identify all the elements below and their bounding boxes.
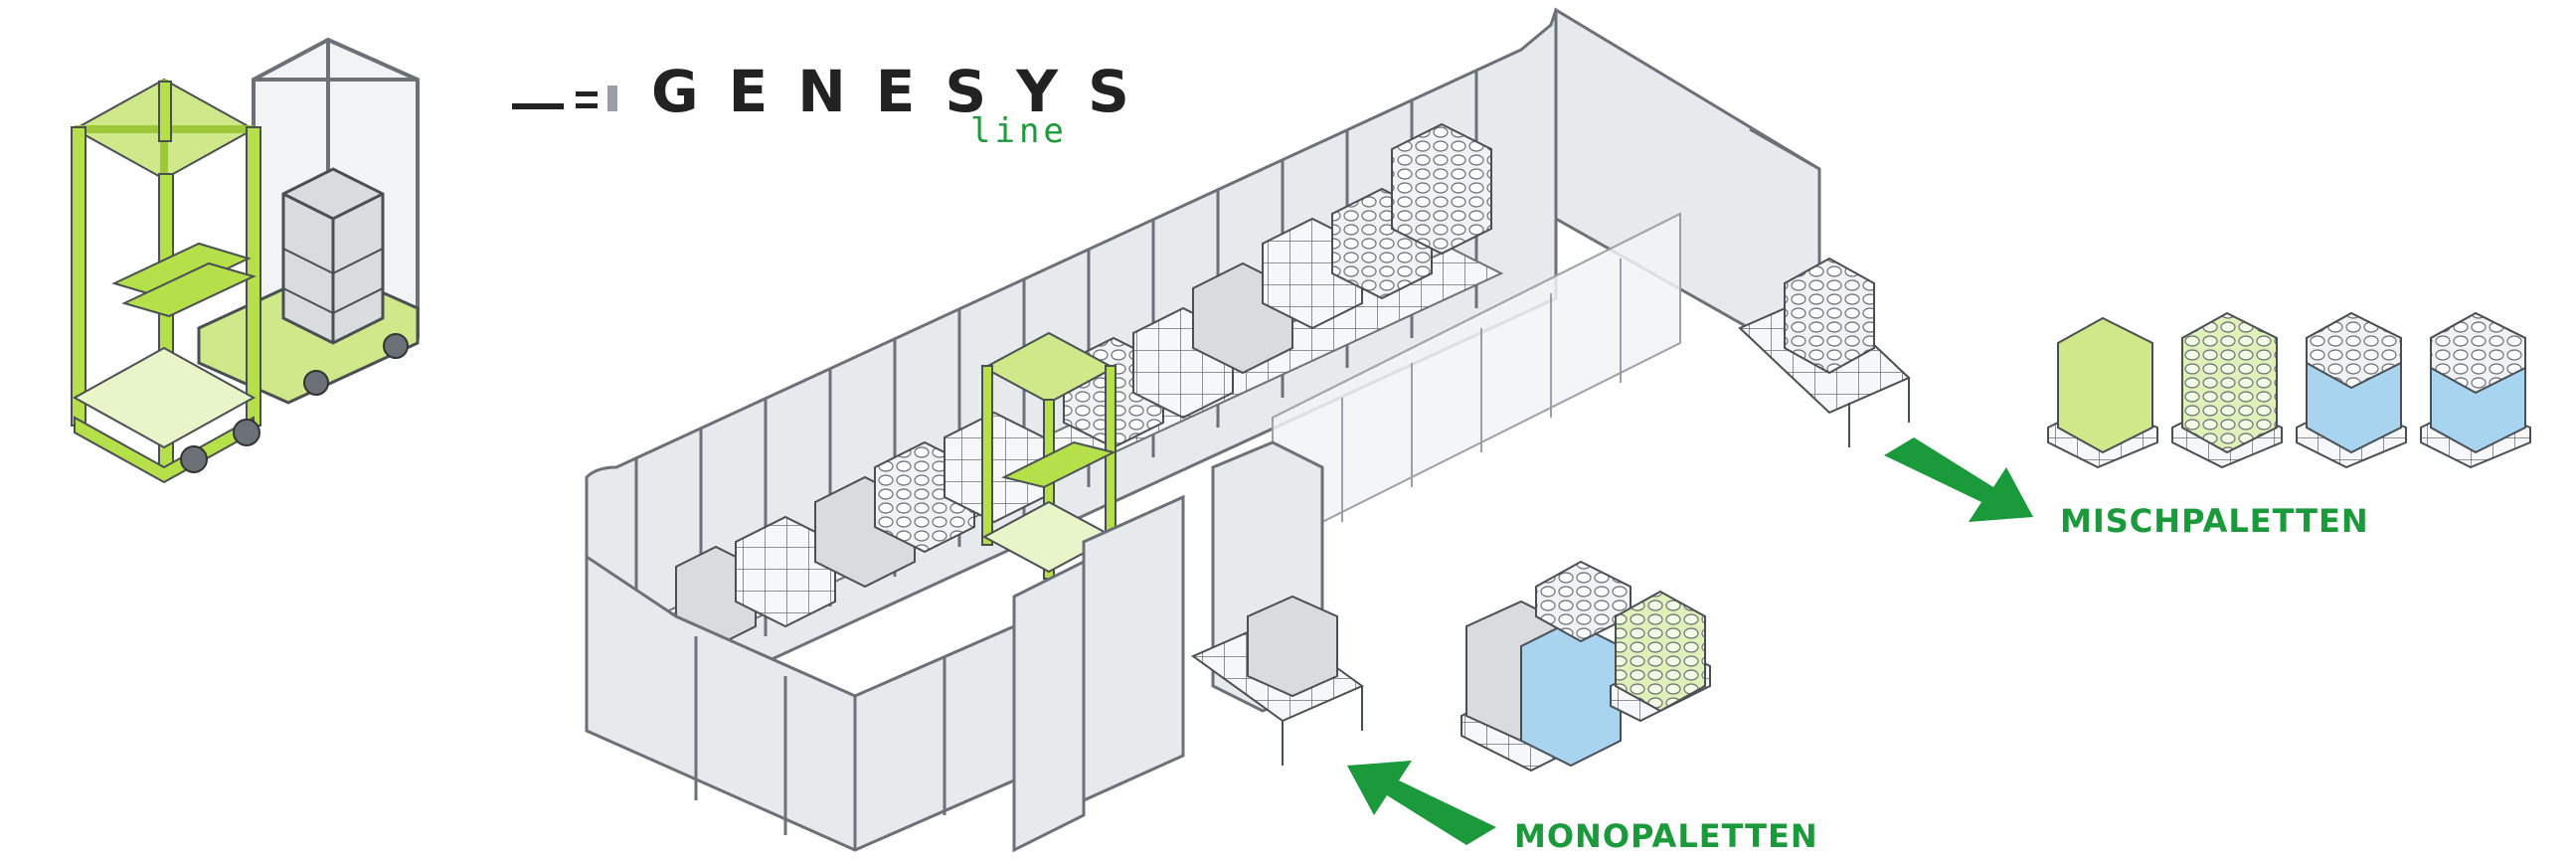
mixed-pallets-group	[2047, 311, 2531, 469]
front-fence-and-doors	[585, 440, 1324, 853]
brand-logo-text: GENESYS	[651, 58, 1159, 125]
green-gantry-frame	[71, 78, 261, 484]
front-wheels	[180, 419, 260, 473]
crate-stack-on-cart	[281, 167, 385, 345]
arrow-from-monopaletten	[1347, 761, 1496, 845]
outfeed-conveyor-mixed	[1738, 257, 1911, 447]
production-hall	[585, 7, 1911, 853]
monopaletten-label: MONOPALETTEN	[1514, 817, 1818, 855]
genesys-logo-mark	[512, 86, 617, 111]
mixed-pallet	[2047, 316, 2158, 469]
outfeed-conveyor-mono	[1190, 595, 1365, 766]
mixed-pallet	[2420, 311, 2531, 469]
mischpaletten-label: MISCHPALETTEN	[2060, 502, 2369, 540]
arrow-to-mischpaletten	[1884, 437, 2033, 522]
mono-pallets-group	[1460, 560, 1711, 773]
mixed-pallet	[2171, 311, 2283, 469]
brand-logo-subtext: line	[970, 111, 1068, 151]
mixed-pallet	[2296, 311, 2407, 469]
agv-vehicle-illustration	[71, 37, 420, 484]
gantry-robot	[981, 331, 1116, 580]
